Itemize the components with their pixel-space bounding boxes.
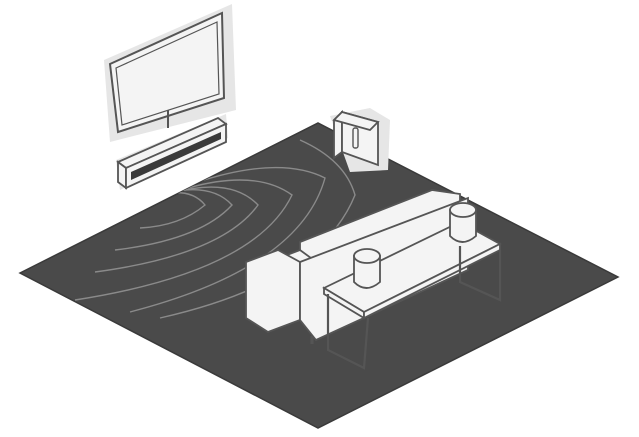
- sofa-left-arm: [245, 249, 301, 334]
- table-leg-back: [458, 246, 502, 302]
- subwoofer-front: [332, 110, 380, 132]
- table-leg-front: [326, 294, 370, 370]
- tv: [104, 4, 236, 142]
- tv-screen: [115, 21, 220, 126]
- rear-speaker-right-top: [449, 202, 477, 218]
- rear-speaker-left-top: [353, 248, 381, 264]
- sound-wave: [159, 139, 356, 319]
- tv-frame: [108, 11, 226, 134]
- rear-speaker-right-body: [449, 209, 477, 243]
- rear-speaker-left: [353, 248, 381, 289]
- soundbar-grille: [131, 132, 221, 180]
- subwoofer: [330, 108, 390, 172]
- rear-speaker-right: [449, 202, 477, 243]
- subwoofer-light: [352, 127, 359, 149]
- rear-speaker-left-body: [353, 255, 381, 289]
- soundbar: [116, 114, 228, 190]
- side-table: [322, 220, 502, 370]
